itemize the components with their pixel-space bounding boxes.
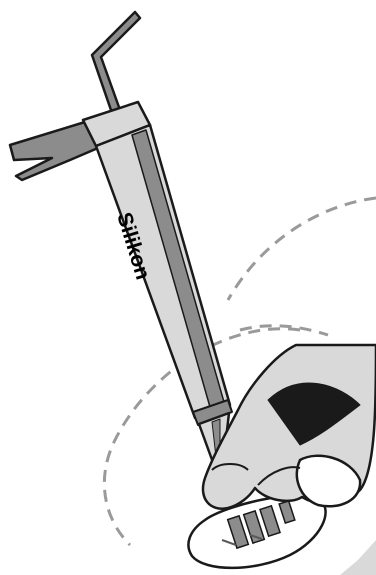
- magnifier-circle: [228, 198, 376, 300]
